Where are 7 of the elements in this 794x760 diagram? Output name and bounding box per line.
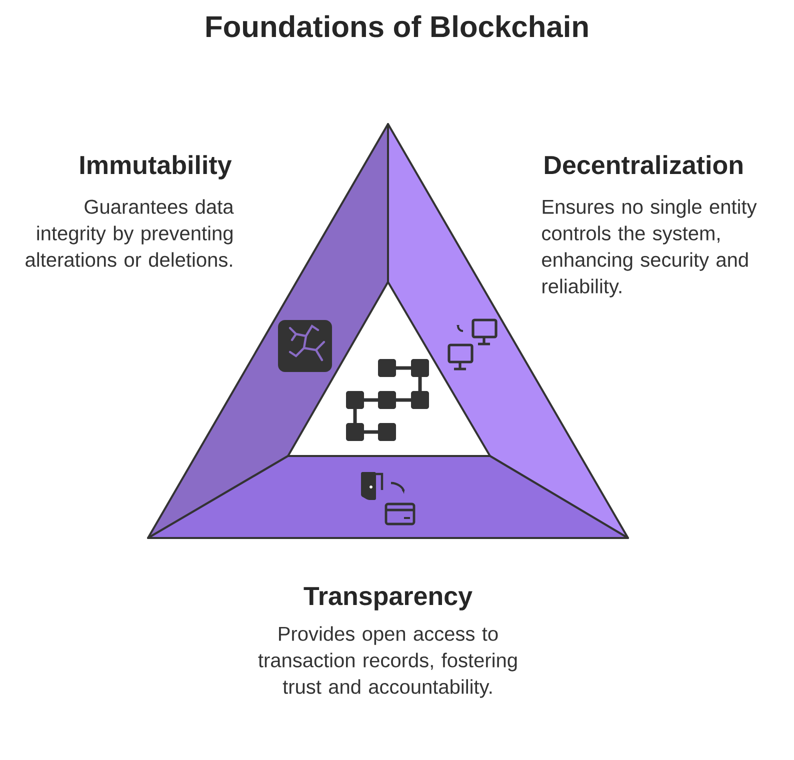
title: Foundations of Blockchain	[206, 15, 588, 38]
heading: Decentralization	[544, 155, 742, 174]
description: Ensures no single entity controls the system, enhancing security and reliability.	[542, 199, 757, 298]
heading: Immutability	[80, 155, 232, 180]
description: Guarantees data integrity by preventing alterations or deletions.	[26, 199, 234, 267]
heading: Transparency	[304, 587, 472, 610]
description: Provides open access to transaction records, fostering trust and accountability.	[258, 626, 517, 698]
